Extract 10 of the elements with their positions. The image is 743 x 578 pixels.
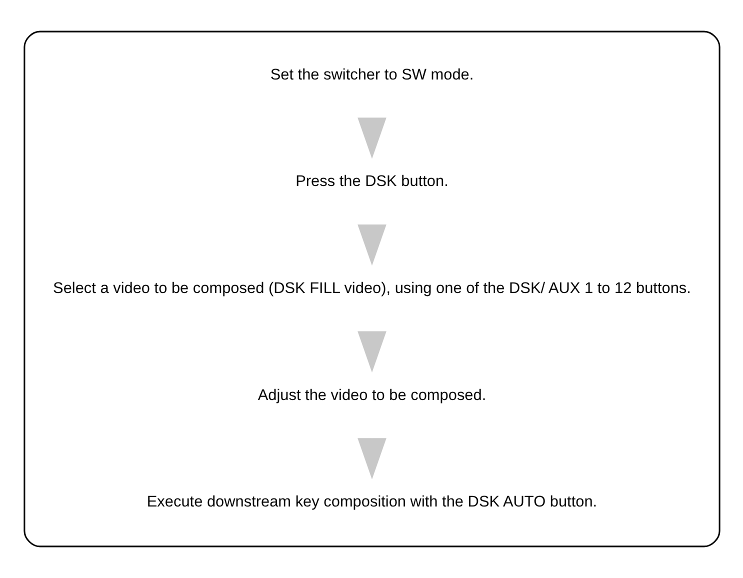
node-text: Execute downstream key composition with the DSK AUTO button. xyxy=(146,494,597,511)
arrow xyxy=(357,438,386,480)
node-text: Select a video to be composed (DSK FILL video), using one of the DSK/ AUX 1 to 12 buttons. xyxy=(52,280,690,297)
arrow xyxy=(357,224,386,266)
node-text: Set the switcher to SW mode. xyxy=(270,66,474,84)
node-text: Adjust the video to be composed. xyxy=(257,386,486,404)
arrow xyxy=(357,118,386,159)
arrow xyxy=(357,331,386,372)
node-text: Press the DSK button. xyxy=(295,173,448,190)
cluster xyxy=(23,30,720,548)
